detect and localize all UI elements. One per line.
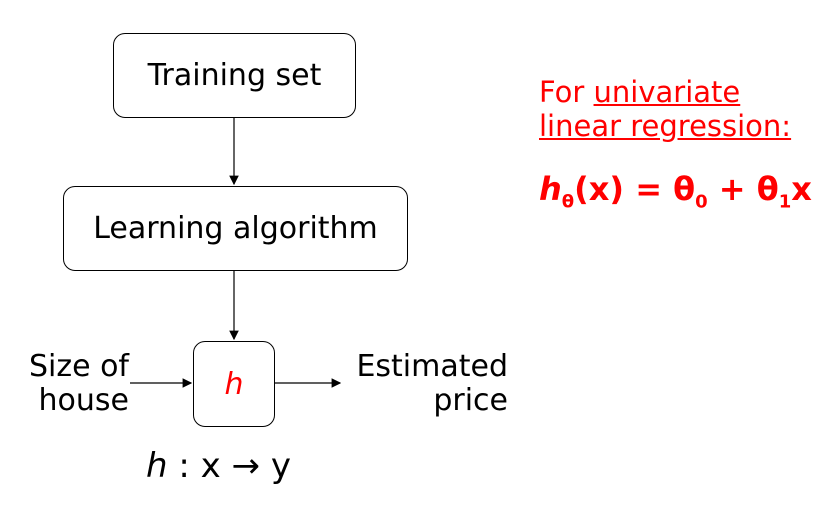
side-note: For univariate linear regression: xyxy=(539,75,791,143)
formula-end: x xyxy=(791,170,812,208)
hypothesis-box: h xyxy=(193,341,275,427)
learning-algorithm-box: Learning algorithm xyxy=(63,186,408,271)
mapping-h: h xyxy=(146,446,168,486)
formula-sub1: 1 xyxy=(778,191,792,213)
side-note-underlined-1: univariate xyxy=(593,75,741,109)
mapping-rest: : x → y xyxy=(167,446,291,486)
input-label: Size of house xyxy=(9,350,129,418)
side-note-line2: linear regression: xyxy=(539,109,791,143)
formula-sub-theta: θ xyxy=(561,191,575,213)
side-note-underlined-2: linear regression: xyxy=(539,109,792,143)
side-note-line1: For univariate xyxy=(539,75,791,109)
formula-h: h xyxy=(539,170,562,208)
training-set-label: Training set xyxy=(147,58,322,93)
output-label-line1: Estimated xyxy=(356,349,508,384)
side-note-prefix: For xyxy=(539,75,594,109)
output-label: Estimated price xyxy=(356,350,508,418)
input-label-line2: house xyxy=(38,383,129,418)
formula-plus: + θ xyxy=(707,170,779,208)
training-set-box: Training set xyxy=(113,33,356,118)
formula-mid: (x) = θ xyxy=(574,170,696,208)
formula-sub0: 0 xyxy=(695,191,708,213)
hypothesis-formula: hθ(x) = θ0 + θ1x xyxy=(539,170,812,212)
learning-algorithm-label: Learning algorithm xyxy=(93,211,378,246)
input-label-line1: Size of xyxy=(28,349,129,384)
hypothesis-label: h xyxy=(224,366,244,402)
mapping-expression: h : x → y xyxy=(146,449,291,483)
output-label-line2: price xyxy=(433,383,508,418)
